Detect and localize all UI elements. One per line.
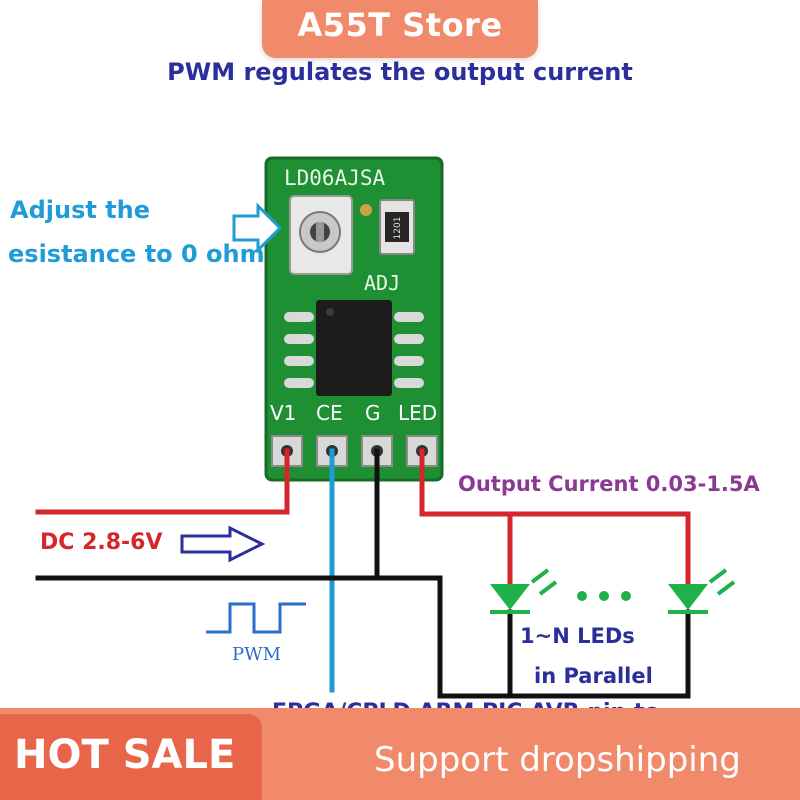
adjust-note-line1: Adjust the (10, 196, 151, 224)
pin-label-v1: V1 (270, 401, 296, 425)
wire-v1-red (35, 448, 290, 515)
pwm-label: PWM (232, 644, 282, 665)
adjust-note-line2: esistance to 0 ohm (8, 240, 265, 268)
hot-sale-text: HOT SALE (14, 732, 236, 778)
hot-sale-badge (0, 714, 262, 800)
adjust-arrow-icon (232, 202, 283, 254)
smd-resistor: 1201 (379, 199, 415, 255)
ellipsis-dots-icon (577, 591, 631, 601)
output-current-label: Output Current 0.03-1.5A (458, 472, 760, 496)
led-count-label: 1~N LEDs (520, 624, 635, 648)
adj-label: ADJ (364, 271, 400, 295)
led-1-icon (490, 568, 558, 614)
board-model-text: LD06AJSA (284, 166, 386, 190)
resistor-code: 1201 (393, 217, 403, 240)
controller-note-cut: FPGA/CPLD ARM PIC AVR pin to (272, 700, 660, 710)
dropshipping-text: Support dropshipping (374, 740, 741, 780)
mount-pad (360, 204, 372, 216)
dc-input-label: DC 2.8-6V (40, 530, 163, 555)
pwm-waveform-icon (206, 602, 306, 634)
headline: PWM regulates the output current (167, 58, 633, 86)
led-mode-label: in Parallel (534, 664, 653, 688)
wire-led-return (374, 575, 691, 699)
pin-label-ce: CE (316, 401, 343, 425)
ic-chip (284, 300, 424, 396)
pin-headers (271, 435, 438, 467)
pin-label-g: G (365, 401, 381, 425)
potentiometer (289, 195, 353, 275)
store-banner (262, 0, 538, 58)
store-title: A55T Store (297, 6, 503, 44)
pin-label-led: LED (398, 401, 437, 425)
led-n-icon (668, 568, 736, 614)
wire-led-red (419, 448, 691, 517)
dc-direction-arrow-icon (180, 525, 266, 563)
